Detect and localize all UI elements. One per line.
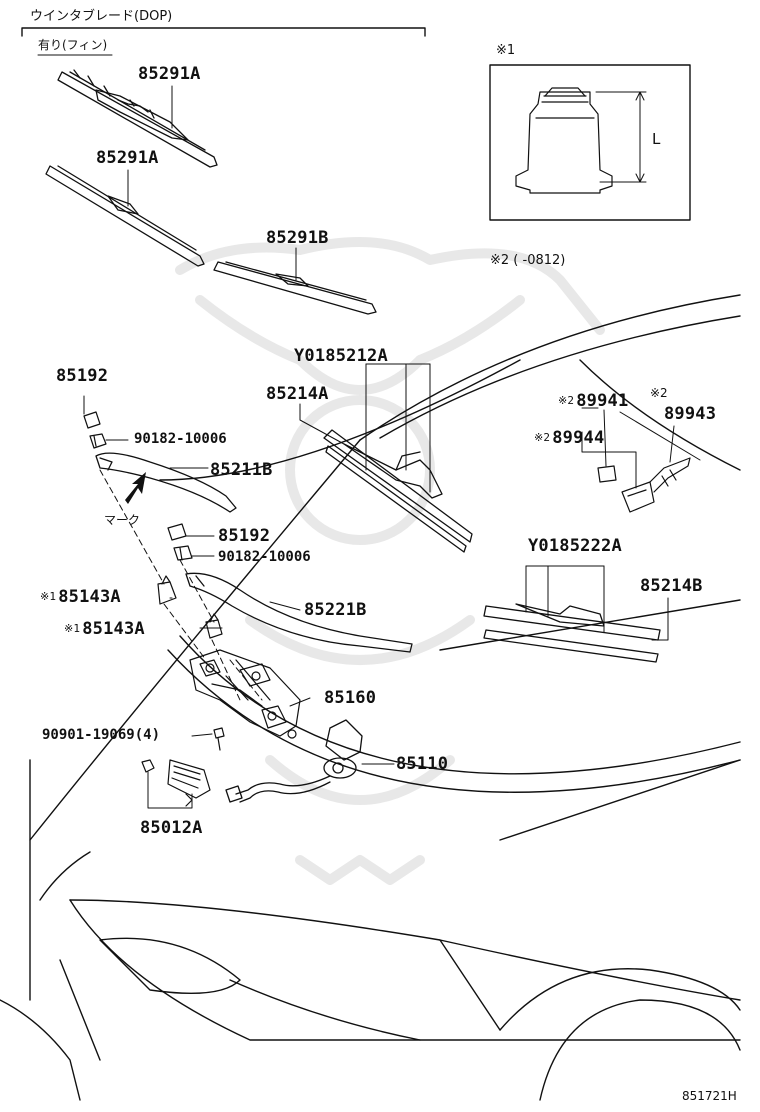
part-label-90182-2[interactable]: 90182-10006 — [218, 549, 311, 565]
bolt-90901-19069 — [213, 727, 225, 751]
note1-dimension-label: L — [652, 130, 661, 148]
nut-90182-upper — [89, 433, 107, 449]
part-label-85160[interactable]: 85160 — [324, 688, 377, 708]
part-label-85192-2[interactable]: 85192 — [218, 526, 271, 546]
part-label-85291b[interactable]: 85291B — [266, 228, 329, 248]
note2-text: ※2 ( -0812) — [490, 253, 566, 268]
leaders-left — [83, 395, 395, 809]
note2-ref-mark: ※2 — [558, 394, 575, 407]
wiper-motor-85110 — [225, 719, 363, 803]
wiper-blade-85291a-upper — [57, 69, 218, 168]
wiper-blade-85291b — [213, 261, 377, 315]
part-number-85143a-1: 85143A — [58, 587, 121, 607]
part-label-85291a-2[interactable]: 85291A — [96, 148, 159, 168]
part-label-85110[interactable]: 85110 — [396, 754, 449, 774]
note1-box — [489, 64, 691, 221]
subgroup-title: 有り(フィン) — [38, 38, 108, 52]
marker-text: マーク — [104, 513, 141, 527]
part-label-85214b[interactable]: 85214B — [640, 576, 703, 596]
part-label-y0185222a[interactable]: Y0185222A — [528, 536, 622, 556]
leaders-85214b — [525, 565, 669, 641]
pivot-cap-85143a-2 — [205, 613, 223, 639]
part-number-89941: 89941 — [576, 391, 629, 411]
part-label-85291a-1[interactable]: 85291A — [138, 64, 201, 84]
leaders-85214a — [299, 363, 431, 493]
wiper-linkage-85160 — [189, 649, 301, 739]
wiper-arm-85211b — [95, 452, 237, 513]
marker-arrow — [125, 472, 146, 504]
cap-85192-lower — [167, 523, 187, 541]
dashed-guides — [99, 469, 263, 701]
part-label-90182-1[interactable]: 90182-10006 — [134, 431, 227, 447]
bracket-85012a — [141, 759, 211, 807]
note2-ref-mark: ※2 — [534, 431, 551, 444]
part-label-y0185212a[interactable]: Y0185212A — [294, 346, 388, 366]
nut-90182-lower — [173, 545, 193, 561]
pivot-cap-85143a-1 — [157, 575, 177, 605]
part-label-89943[interactable]: 89943 — [664, 404, 717, 424]
leaders-899xx — [581, 407, 701, 489]
cap-85192-upper — [83, 411, 101, 429]
part-label-85214a[interactable]: 85214A — [266, 384, 329, 404]
diagram-code: 851721H — [682, 1089, 737, 1103]
note2-ref-mark-89943: ※2 — [650, 386, 668, 400]
note1-mark: ※1 — [496, 43, 516, 58]
part-number-85143a-2: 85143A — [82, 619, 145, 639]
wiper-blade-85291a-lower — [45, 165, 205, 267]
garnish-clip-89944 — [597, 465, 617, 483]
car-body-outline — [0, 294, 741, 1101]
wiper-arm-85221b — [185, 572, 413, 653]
header-bracket — [21, 27, 426, 56]
part-label-85192-1[interactable]: 85192 — [56, 366, 109, 386]
part-label-90901-19069[interactable]: 90901-19069(4) — [42, 727, 161, 743]
note1-ref-mark: ※1 — [40, 590, 57, 603]
part-label-85221b[interactable]: 85221B — [304, 600, 367, 620]
part-label-85012a[interactable]: 85012A — [140, 818, 203, 838]
group-title: ウインタブレード(DOP) — [30, 9, 173, 24]
part-label-85211b[interactable]: 85211B — [210, 460, 273, 480]
nozzle-89943 — [621, 457, 691, 513]
note1-ref-mark: ※1 — [64, 622, 81, 635]
wiper-blade-85214a — [323, 429, 473, 553]
leaders-dop — [127, 85, 297, 281]
part-number-89944: 89944 — [552, 428, 605, 448]
wiper-blade-85214b — [483, 603, 661, 663]
